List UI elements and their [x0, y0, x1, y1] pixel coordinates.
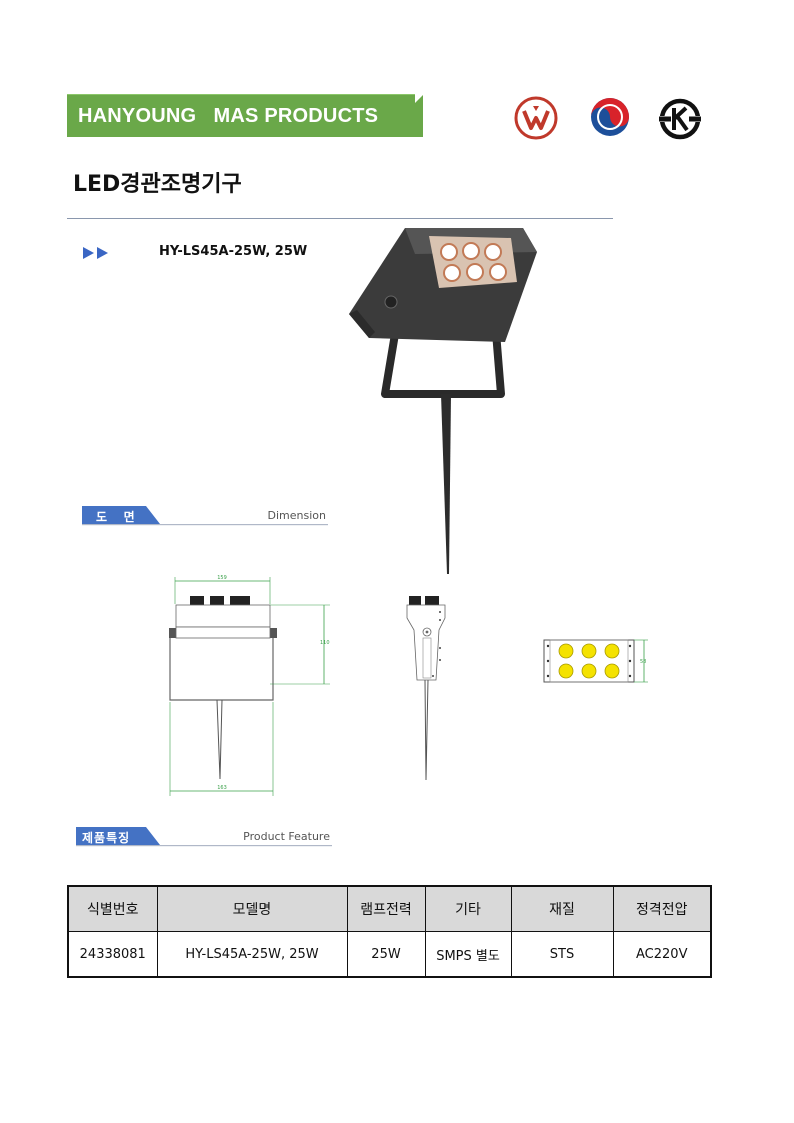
dim-front-width: 159 [217, 575, 227, 581]
table-header-model: 모델명 [156, 885, 348, 932]
cell-id: 24338081 [67, 931, 158, 978]
kc-mark-icon [658, 98, 702, 140]
brand-banner: HANYOUNG MAS PRODUCTS [67, 94, 423, 137]
cell-power: 25W [346, 931, 426, 978]
led-module-drawing: 58 [543, 639, 648, 683]
feature-section-bar [76, 827, 332, 847]
feature-label-en: Product Feature [243, 830, 330, 843]
spec-table: 식별번호 모델명 램프전력 기타 재질 정격전압 24338081 HY-LS4… [67, 885, 712, 978]
model-label: HY-LS45A-25W, 25W [159, 244, 308, 259]
dim-front-height: 110 [320, 640, 330, 646]
dimension-section-header: 도 면 Dimension [82, 506, 328, 526]
title-divider [67, 218, 613, 219]
front-view-drawing: 159 110 163 [169, 575, 330, 796]
korea-taegeuk-icon [591, 98, 629, 136]
table-header-etc: 기타 [424, 885, 512, 932]
feature-label-ko: 제품특징 [82, 831, 131, 845]
brand-name: HANYOUNG MAS PRODUCTS [78, 104, 379, 127]
table-header-id: 식별번호 [67, 885, 158, 932]
table-header-voltage: 정격전압 [612, 885, 712, 932]
dim-front-bottom: 163 [217, 785, 227, 791]
table-header-material: 재질 [510, 885, 614, 932]
double-arrow-icon [83, 247, 108, 259]
cell-material: STS [510, 931, 614, 978]
side-view-drawing [406, 596, 446, 781]
cell-voltage: AC220V [612, 931, 712, 978]
table-header-power: 램프전력 [346, 885, 426, 932]
product-photo [349, 228, 537, 574]
hanyoung-logo-icon [514, 96, 558, 140]
table-header-row: 식별번호 모델명 램프전력 기타 재질 정격전압 [67, 885, 712, 932]
table-row: 24338081 HY-LS45A-25W, 25W 25W SMPS 별도 S… [67, 931, 712, 978]
cell-model: HY-LS45A-25W, 25W [156, 931, 348, 978]
cell-etc: SMPS 별도 [424, 931, 512, 978]
brand-banner-corner [415, 94, 424, 103]
page-title: LED경관조명기구 [73, 172, 242, 197]
dimension-label-ko: 도 면 [96, 510, 136, 524]
dimension-section-bar [82, 506, 328, 526]
feature-section-header: 제품특징 Product Feature [76, 827, 332, 847]
dim-module-height: 58 [640, 659, 646, 665]
dimension-label-en: Dimension [267, 509, 326, 522]
